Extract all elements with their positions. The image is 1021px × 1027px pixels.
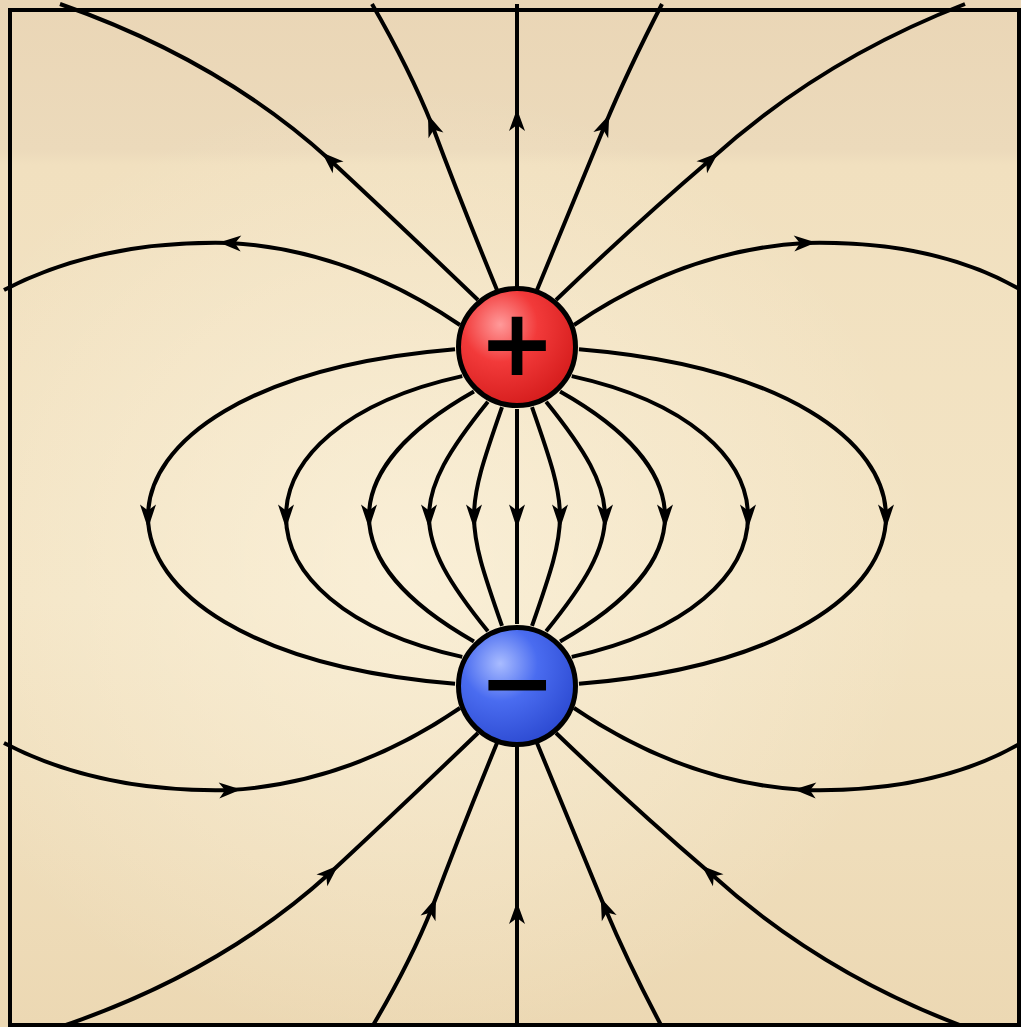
field-arrowhead <box>552 505 568 529</box>
field-arrowhead <box>657 505 673 529</box>
positive-charge: + <box>456 286 578 408</box>
field-arrowhead <box>140 505 156 529</box>
field-line <box>509 409 525 624</box>
field-line <box>579 349 894 684</box>
field-arrowhead <box>878 505 894 529</box>
charge-sign: + <box>478 298 555 390</box>
field-line <box>532 407 568 626</box>
field-arrowhead <box>361 505 377 529</box>
negative-charge: − <box>456 625 578 747</box>
field-line <box>361 392 474 642</box>
field-arrowhead <box>509 505 525 529</box>
field-line <box>560 392 673 642</box>
field-arrowhead <box>597 505 613 529</box>
field-arrowhead <box>740 505 756 529</box>
field-arrowhead <box>421 505 437 529</box>
field-line <box>466 407 502 626</box>
field-line <box>546 402 613 632</box>
field-line <box>421 402 488 632</box>
charge-sign: − <box>478 637 555 729</box>
frame-border <box>8 8 1021 1027</box>
field-line <box>572 376 756 657</box>
field-arrowhead <box>466 505 482 529</box>
field-line <box>140 349 455 684</box>
field-arrowhead <box>278 505 294 529</box>
